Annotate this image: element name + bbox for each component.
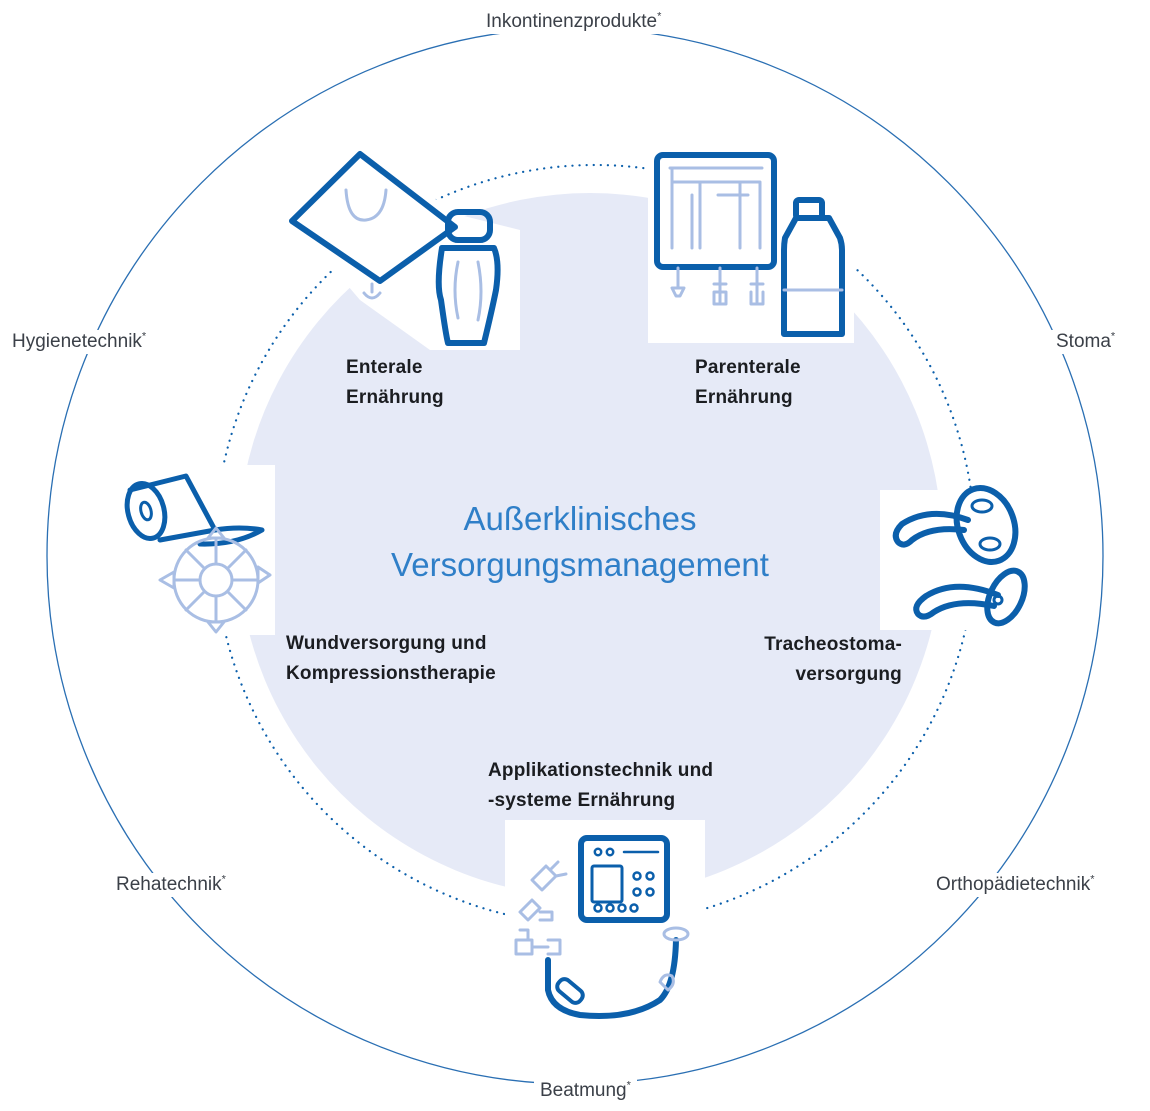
outer-label-bottom-right-text: Orthopädietechnik: [936, 874, 1091, 895]
outer-label-top: Inkontinenzprodukte*: [480, 10, 668, 34]
outer-label-right: Stoma*: [1050, 330, 1122, 354]
category-label-enteral-line1: Enterale: [346, 357, 423, 378]
parenteral-infusion-bag-and-bottle-icon: [654, 152, 845, 337]
outer-label-bottom-right: Orthopädietechnik*: [930, 873, 1101, 897]
center-title: Außerklinisches Versorgungsmanagement: [280, 496, 880, 588]
outer-label-top-mark: *: [657, 10, 662, 23]
outer-label-bottom-right-mark: *: [1090, 873, 1095, 886]
outer-label-bottom-mark: *: [626, 1079, 631, 1092]
outer-label-right-text: Stoma: [1056, 331, 1111, 352]
outer-label-bottom-text: Beatmung: [540, 1080, 627, 1101]
category-label-tracheo-line2: versorgung: [795, 664, 902, 685]
category-label-enteral-line2: Ernährung: [346, 387, 444, 408]
outer-label-left-mark: *: [141, 330, 147, 343]
outer-label-bottom: Beatmung*: [534, 1079, 637, 1103]
category-label-tracheo: Tracheostoma- versorgung: [700, 630, 902, 690]
category-label-wound: Wundversorgung und Kompressionstherapie: [286, 629, 496, 689]
bandage-roll-and-dressing-icon: [124, 473, 272, 634]
outer-label-left: Hygienetechnik*: [6, 330, 153, 354]
center-title-line2: Versorgungsmanagement: [391, 546, 769, 583]
category-label-tracheo-line1: Tracheostoma-: [764, 634, 902, 655]
category-label-enteral: Enterale Ernährung: [346, 353, 444, 413]
outer-label-right-mark: *: [1110, 330, 1116, 343]
category-label-wound-line2: Kompressionstherapie: [286, 663, 496, 684]
outer-label-top-text: Inkontinenzprodukte: [486, 11, 658, 32]
outer-label-bottom-left-text: Rehatechnik: [116, 874, 222, 895]
category-label-application: Applikationstechnik und -systeme Ernähru…: [488, 756, 713, 816]
category-label-parenteral-line1: Parenterale: [695, 357, 801, 378]
center-title-line1: Außerklinisches: [463, 500, 697, 537]
category-label-application-line2: -systeme Ernährung: [488, 790, 676, 811]
tracheostomy-cannula-icon: [892, 485, 1028, 627]
outer-label-bottom-left-mark: *: [221, 873, 226, 886]
category-label-parenteral: Parenterale Ernährung: [695, 353, 801, 413]
category-label-wound-line1: Wundversorgung und: [286, 633, 487, 654]
outer-label-bottom-left: Rehatechnik*: [110, 873, 232, 897]
category-label-parenteral-line2: Ernährung: [695, 387, 793, 408]
category-label-application-line1: Applikationstechnik und: [488, 760, 714, 781]
outer-label-left-text: Hygienetechnik: [12, 331, 142, 352]
feeding-pump-and-tubing-icon: [514, 835, 690, 1019]
center-disc: [238, 193, 942, 897]
enteral-feeding-bag-and-bottle-icon: [289, 151, 501, 346]
